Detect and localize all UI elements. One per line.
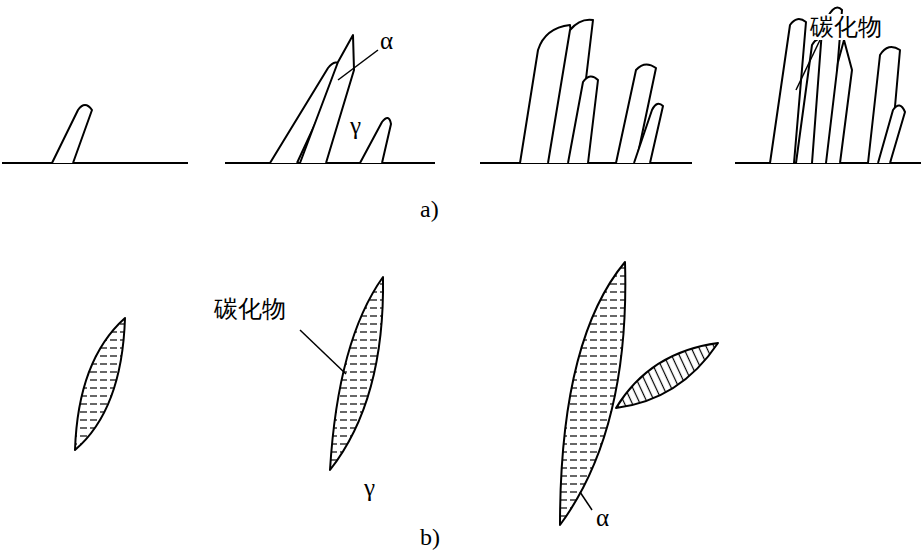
- carbide-label: 碳化物: [808, 14, 884, 40]
- panel-caption: a): [418, 196, 441, 222]
- leader-lines: [300, 40, 820, 510]
- phase-label: γ: [362, 474, 377, 501]
- plate-martensite: [75, 262, 718, 525]
- lath-martensite: [52, 8, 905, 164]
- carbide-label: 碳化物: [212, 296, 288, 322]
- phase-label: γ: [348, 112, 363, 139]
- phase-label: α: [594, 504, 611, 531]
- panel-caption: b): [418, 524, 442, 550]
- phase-label: α: [378, 27, 395, 54]
